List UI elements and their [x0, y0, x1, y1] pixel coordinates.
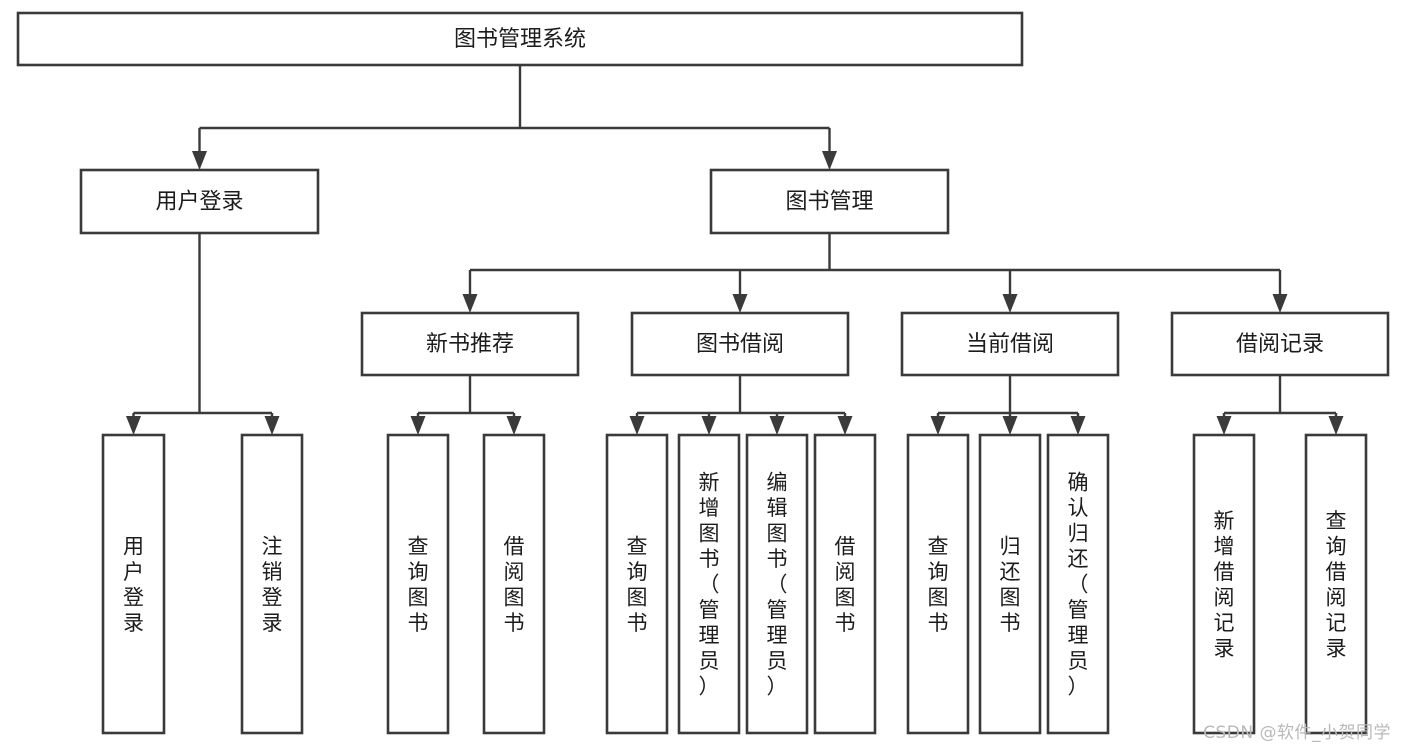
function-box[interactable]	[1304, 433, 1368, 735]
function-label: 编辑图书（管理员）	[767, 471, 788, 699]
function-box[interactable]	[1192, 433, 1256, 735]
function-box[interactable]	[978, 433, 1042, 735]
function-node[interactable]: 借阅图书	[813, 433, 877, 735]
function-box[interactable]	[386, 433, 450, 735]
submodule-node[interactable]: 新书推荐	[360, 311, 580, 377]
function-box[interactable]	[101, 433, 166, 735]
function-label: 确认归还（管理员）	[1068, 471, 1089, 699]
submodule-label: 新书推荐	[426, 332, 514, 357]
root-node[interactable]: 图书管理系统	[16, 11, 1024, 67]
function-label: 新增图书（管理员）	[699, 471, 720, 699]
function-box[interactable]	[906, 433, 970, 735]
function-box[interactable]	[240, 433, 304, 735]
arrow-head-icon	[1002, 294, 1018, 313]
function-node[interactable]: 归还图书	[978, 433, 1042, 735]
root-box[interactable]	[16, 11, 1024, 67]
function-node[interactable]: 用户登录	[101, 433, 166, 735]
function-label: 新增借阅记录	[1214, 509, 1235, 661]
submodule-box[interactable]	[630, 311, 850, 377]
arrow-head-icon	[1328, 416, 1344, 435]
arrow-head-icon	[1216, 416, 1232, 435]
submodule-box[interactable]	[900, 311, 1120, 377]
arrow-head-icon	[192, 151, 207, 170]
function-node[interactable]: 查询图书	[605, 433, 669, 735]
function-box[interactable]	[482, 433, 546, 735]
function-box[interactable]	[745, 433, 809, 735]
submodule-node[interactable]: 借阅记录	[1170, 311, 1390, 377]
function-label: 查询图书	[928, 534, 949, 635]
function-label: 查询图书	[408, 534, 429, 635]
module-label: 图书管理	[785, 190, 873, 215]
submodule-box[interactable]	[360, 311, 580, 377]
function-node[interactable]: 确认归还（管理员）	[1046, 433, 1110, 735]
function-node[interactable]: 注销登录	[240, 433, 304, 735]
submodule-box[interactable]	[1170, 311, 1390, 377]
function-node[interactable]: 查询图书	[906, 433, 970, 735]
function-node[interactable]: 编辑图书（管理员）	[745, 433, 809, 735]
function-node[interactable]: 查询借阅记录	[1304, 433, 1368, 735]
arrow-head-icon	[506, 416, 522, 435]
function-label: 查询图书	[627, 534, 648, 635]
arrow-head-icon	[769, 416, 785, 435]
module-node[interactable]: 用户登录	[79, 168, 320, 235]
function-label: 用户登录	[123, 534, 144, 635]
function-label: 借阅图书	[504, 534, 525, 635]
function-label: 借阅图书	[835, 534, 856, 635]
function-label: 查询借阅记录	[1326, 509, 1347, 661]
module-box[interactable]	[709, 168, 950, 235]
function-box[interactable]	[813, 433, 877, 735]
module-box[interactable]	[79, 168, 320, 235]
submodule-label: 当前借阅	[966, 332, 1054, 357]
submodule-label: 图书借阅	[696, 332, 784, 357]
submodule-label: 借阅记录	[1236, 332, 1324, 357]
function-box[interactable]	[605, 433, 669, 735]
function-node[interactable]: 新增借阅记录	[1192, 433, 1256, 735]
arrow-head-icon	[410, 416, 426, 435]
function-box[interactable]	[677, 433, 741, 735]
arrow-head-icon	[462, 294, 478, 313]
arrow-head-icon	[1272, 294, 1288, 313]
function-box[interactable]	[1046, 433, 1110, 735]
module-label: 用户登录	[155, 190, 243, 215]
function-label: 注销登录	[262, 534, 283, 635]
arrow-head-icon	[930, 416, 946, 435]
submodule-node[interactable]: 当前借阅	[900, 311, 1120, 377]
submodule-node[interactable]: 图书借阅	[630, 311, 850, 377]
arrow-head-icon	[126, 416, 141, 435]
function-label: 归还图书	[1000, 534, 1021, 635]
module-node[interactable]: 图书管理	[709, 168, 950, 235]
function-node[interactable]: 查询图书	[386, 433, 450, 735]
arrow-head-icon	[1002, 416, 1018, 435]
arrow-head-icon	[701, 416, 717, 435]
arrow-head-icon	[1070, 416, 1086, 435]
root-label: 图书管理系统	[454, 27, 586, 52]
function-node[interactable]: 新增图书（管理员）	[677, 433, 741, 735]
arrow-head-icon	[264, 416, 280, 435]
arrow-head-icon	[822, 151, 837, 170]
arrow-head-icon	[732, 294, 748, 313]
arrow-head-icon	[837, 416, 853, 435]
arrow-head-icon	[629, 416, 645, 435]
function-node[interactable]: 借阅图书	[482, 433, 546, 735]
